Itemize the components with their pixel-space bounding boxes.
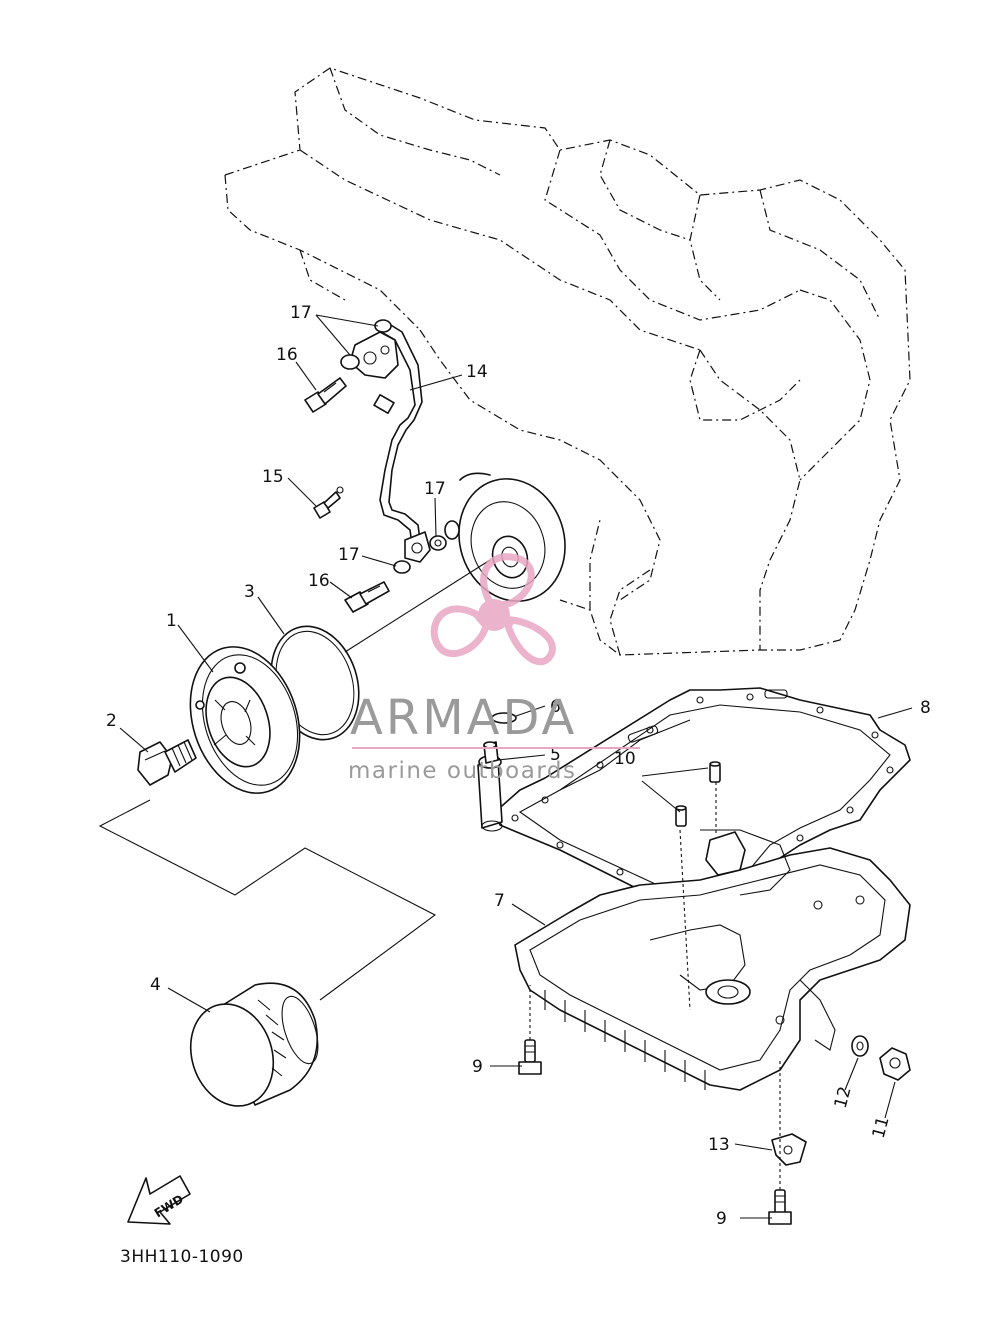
callout-5: 5 bbox=[550, 745, 561, 765]
left-down-arrow-icon: FWD bbox=[127, 1175, 191, 1225]
callout-16-upper: 16 bbox=[276, 345, 298, 365]
oil-cooler-1 bbox=[189, 646, 301, 794]
callout-9-bottom: 9 bbox=[716, 1209, 727, 1229]
callout-10: 10 bbox=[614, 749, 636, 769]
callout-17-middle: 17 bbox=[338, 545, 360, 565]
callout-17-top: 17 bbox=[290, 303, 312, 323]
callout-3: 3 bbox=[244, 582, 255, 602]
callout-14: 14 bbox=[466, 362, 488, 382]
watermark-brand: ARMADA bbox=[350, 690, 577, 746]
assembly-guide-lines bbox=[98, 799, 437, 1001]
dowel-pins-10 bbox=[675, 761, 721, 827]
callout-8: 8 bbox=[920, 698, 931, 718]
oil-pan-fins bbox=[544, 990, 706, 1090]
callout-15: 15 bbox=[262, 467, 284, 487]
callout-17-right: 17 bbox=[424, 479, 446, 499]
callout-6: 6 bbox=[550, 697, 561, 717]
callout-9-left: 9 bbox=[472, 1057, 483, 1077]
callout-1: 1 bbox=[166, 611, 177, 631]
union-bolt-upper bbox=[304, 377, 347, 413]
oil-filter-4 bbox=[189, 982, 319, 1107]
hose-clamp-13 bbox=[771, 1133, 807, 1166]
o-ring-6 bbox=[491, 712, 517, 724]
callout-13: 13 bbox=[708, 1135, 730, 1155]
oil-pipe-5 bbox=[477, 741, 503, 832]
oil-pan-7 bbox=[514, 829, 911, 1091]
filter-mount-boss bbox=[458, 472, 566, 602]
propeller-logo-icon bbox=[430, 553, 556, 666]
gasket-washer-12 bbox=[851, 1035, 869, 1057]
drawing-code: 3HH110-1090 bbox=[120, 1247, 244, 1267]
small-bolt-15 bbox=[313, 486, 344, 519]
callout-4: 4 bbox=[150, 975, 161, 995]
oil-delivery-pipe bbox=[349, 321, 431, 563]
pan-bolt-9-bottom bbox=[768, 1189, 792, 1225]
drain-bolt-11 bbox=[879, 1047, 911, 1081]
pan-bolt-9-left bbox=[518, 1039, 542, 1075]
callout-7: 7 bbox=[494, 891, 505, 911]
gasket-bolt-holes bbox=[511, 693, 894, 909]
callout-leader-lines bbox=[119, 314, 913, 1219]
callout-11: 11 bbox=[869, 1114, 894, 1140]
bolt-alignment-lines bbox=[529, 782, 781, 1190]
cooler-union-bolt-2 bbox=[137, 739, 197, 786]
oil-pan-gasket-8 bbox=[494, 687, 911, 921]
callout-labels: 1 2 3 4 5 6 7 8 9 9 10 11 12 13 14 15 16… bbox=[106, 303, 931, 1229]
watermark-tagline: marine outboards bbox=[348, 758, 576, 784]
callout-16-lower: 16 bbox=[308, 571, 330, 591]
union-bolt-lower bbox=[344, 581, 390, 613]
callout-2: 2 bbox=[106, 711, 117, 731]
callout-12: 12 bbox=[831, 1084, 856, 1110]
engine-block-outline bbox=[224, 67, 911, 656]
